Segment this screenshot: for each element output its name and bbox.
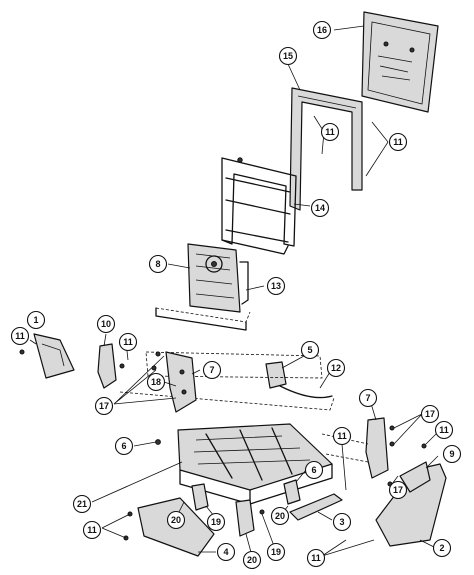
callout-17: 17 [420, 404, 440, 424]
svg-text:11: 11 [337, 431, 347, 441]
callout-11: 11 [82, 520, 102, 540]
svg-text:7: 7 [365, 393, 370, 403]
callout-10: 10 [96, 314, 116, 334]
callout-11: 11 [320, 122, 340, 142]
svg-text:4: 4 [223, 547, 228, 557]
svg-text:20: 20 [171, 515, 181, 525]
seat-back-panel-part [361, 11, 439, 113]
callout-19: 19 [206, 512, 226, 532]
svg-text:14: 14 [315, 203, 325, 213]
callout-17: 17 [94, 396, 114, 416]
callout-12: 12 [326, 358, 346, 378]
callout-11: 11 [388, 132, 408, 152]
svg-text:18: 18 [151, 377, 161, 387]
callout-11: 11 [10, 326, 30, 346]
svg-text:11: 11 [87, 525, 97, 535]
callout-7: 7 [358, 388, 378, 408]
callout-11: 11 [434, 420, 454, 440]
callout-11: 11 [118, 332, 138, 352]
svg-text:11: 11 [393, 137, 403, 147]
callout-19: 19 [266, 542, 286, 562]
callout-11: 11 [306, 548, 326, 568]
svg-text:11: 11 [311, 553, 321, 563]
svg-text:3: 3 [339, 517, 344, 527]
hinge-bracket-right-part [321, 417, 395, 487]
bracket-part [97, 343, 125, 389]
callout-2: 2 [432, 538, 452, 558]
callout-9: 9 [442, 444, 462, 464]
recliner-mechanism-part [155, 243, 251, 331]
hinge-bracket-left-part [151, 351, 197, 413]
callout-14: 14 [310, 198, 330, 218]
svg-text:11: 11 [325, 127, 335, 137]
svg-text:16: 16 [317, 25, 327, 35]
svg-text:19: 19 [271, 547, 281, 557]
side-shield-right-part [375, 443, 447, 547]
svg-text:13: 13 [271, 281, 281, 291]
callout-6: 6 [114, 436, 134, 456]
svg-text:7: 7 [209, 365, 214, 375]
callout-7: 7 [202, 360, 222, 380]
svg-text:11: 11 [15, 331, 25, 341]
callout-16: 16 [312, 20, 332, 40]
callout-11: 11 [332, 426, 352, 446]
svg-text:10: 10 [101, 319, 111, 329]
callout-3: 3 [332, 512, 352, 532]
svg-text:11: 11 [439, 425, 449, 435]
callout-15: 15 [278, 46, 298, 66]
seat-cushion-frame-part [155, 423, 333, 505]
callout-6: 6 [304, 460, 324, 480]
svg-text:2: 2 [439, 543, 444, 553]
svg-text:21: 21 [77, 499, 87, 509]
lower-brackets-part [191, 479, 301, 537]
callout-20: 20 [242, 550, 262, 570]
side-rail-part [289, 493, 343, 521]
callout-20: 20 [270, 506, 290, 526]
callout-5: 5 [300, 340, 320, 360]
svg-text:17: 17 [393, 485, 403, 495]
svg-text:12: 12 [331, 363, 341, 373]
callout-1: 1 [26, 310, 46, 330]
svg-text:20: 20 [247, 555, 257, 565]
callout-18: 18 [146, 372, 166, 392]
svg-text:5: 5 [307, 345, 312, 355]
callout-13: 13 [266, 276, 286, 296]
svg-text:17: 17 [425, 409, 435, 419]
callout-4: 4 [216, 542, 236, 562]
callout-20: 20 [166, 510, 186, 530]
seat-back-trim-part [289, 87, 363, 211]
svg-text:19: 19 [211, 517, 221, 527]
svg-text:6: 6 [121, 441, 126, 451]
svg-text:17: 17 [99, 401, 109, 411]
callout-17: 17 [388, 480, 408, 500]
leader-lines [29, 25, 439, 557]
seat-back-frame-part [221, 157, 297, 255]
svg-text:9: 9 [449, 449, 454, 459]
callout-21: 21 [72, 494, 92, 514]
svg-text:11: 11 [123, 337, 133, 347]
svg-text:15: 15 [283, 51, 293, 61]
svg-text:6: 6 [311, 465, 316, 475]
callout-8: 8 [148, 254, 168, 274]
svg-text:1: 1 [33, 315, 38, 325]
svg-text:20: 20 [275, 511, 285, 521]
svg-text:8: 8 [155, 259, 160, 269]
side-shield-part [19, 333, 75, 379]
